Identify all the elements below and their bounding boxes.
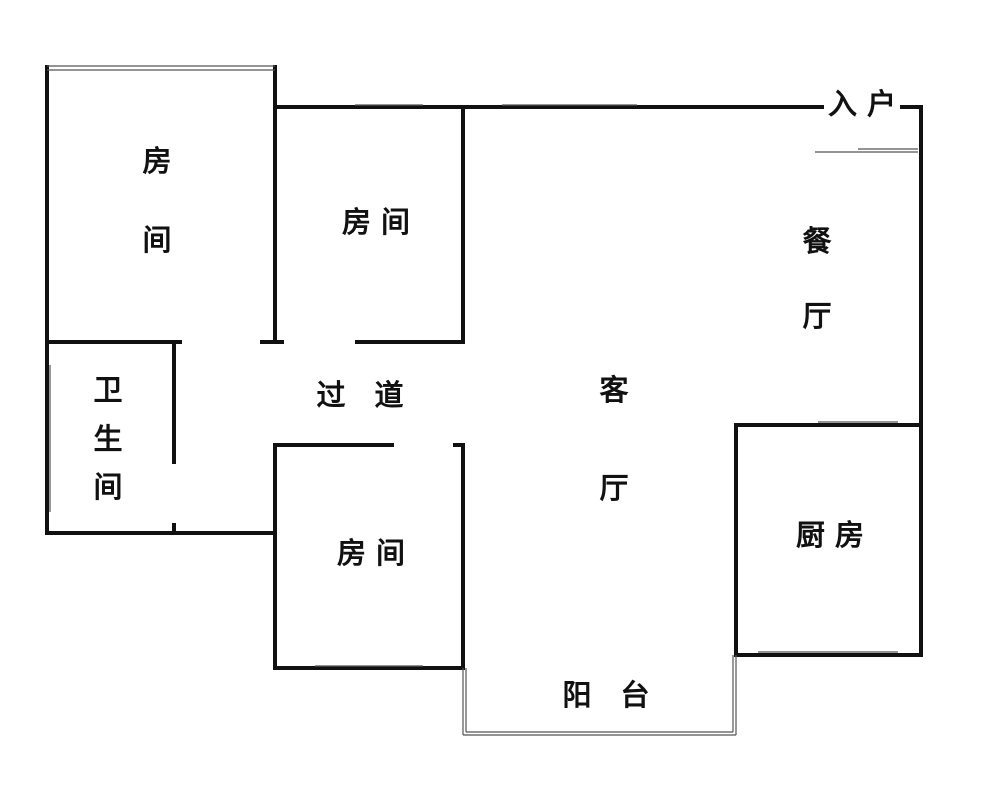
dining-room-label-1: 餐 bbox=[802, 224, 832, 258]
bedroom-bottom-middle-label: 房 间 bbox=[337, 536, 405, 570]
hallway-label: 过 道 bbox=[316, 378, 403, 412]
bedroom-top-left-label-2: 间 bbox=[142, 223, 171, 257]
entrance-label: 入 户 bbox=[828, 87, 896, 121]
bathroom-label-1: 卫 bbox=[93, 373, 122, 407]
living-room-label-2: 厅 bbox=[599, 471, 628, 505]
bathroom-label-3: 间 bbox=[93, 470, 122, 504]
bathroom-label-2: 生 bbox=[93, 422, 122, 456]
dining-room-label-2: 厅 bbox=[802, 299, 831, 333]
living-room-label-1: 客 bbox=[599, 373, 629, 407]
bedroom-top-left-label-1: 房 bbox=[142, 144, 171, 178]
room-labels: 房 间 房 间 卫 生 间 过 道 房 间 客 厅 餐 厅 厨 房 阳 台 入 … bbox=[93, 87, 896, 712]
windows bbox=[47, 65, 918, 736]
bedroom-top-middle-label: 房 间 bbox=[342, 205, 410, 239]
walls bbox=[45, 65, 923, 670]
kitchen-label: 厨 房 bbox=[796, 518, 864, 552]
balcony-label: 阳 台 bbox=[562, 678, 649, 712]
